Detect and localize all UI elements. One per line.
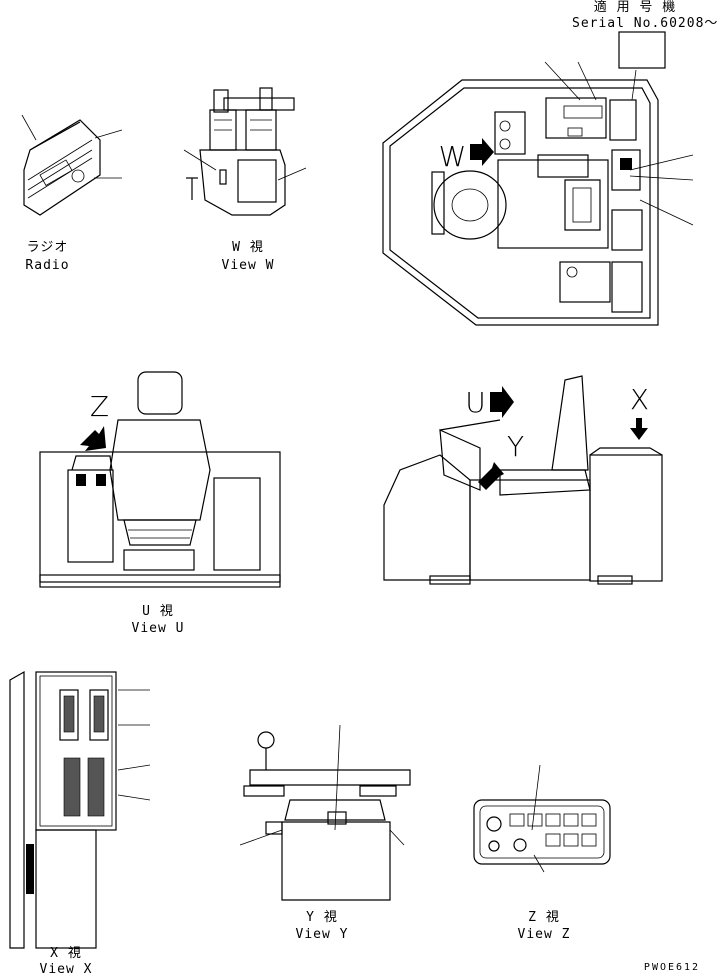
view-y-label-en: View Y bbox=[295, 927, 349, 942]
view-w-label-en: View W bbox=[221, 258, 275, 273]
serial-applicable-label: 適 用 号 機 bbox=[593, 0, 677, 15]
cab-side-view bbox=[383, 375, 663, 585]
view-x-label-jp: X 視 bbox=[50, 946, 82, 961]
view-y-label-jp: Y 視 bbox=[306, 910, 338, 925]
arrow-w-letter: W bbox=[438, 140, 468, 173]
view-u-label-jp: U 視 bbox=[142, 604, 174, 619]
view-w-label-jp: W 視 bbox=[232, 240, 264, 255]
view-y-drawing bbox=[239, 724, 411, 901]
serial-box bbox=[618, 31, 666, 69]
view-z-drawing bbox=[473, 764, 611, 873]
arrow-u-letter: U bbox=[465, 386, 487, 419]
view-u-label-en: View U bbox=[131, 621, 185, 636]
view-u-drawing bbox=[39, 371, 281, 588]
serial-number-text: Serial No.60208～ bbox=[572, 16, 717, 31]
radio-drawing bbox=[21, 114, 123, 216]
view-w-drawing bbox=[183, 87, 307, 216]
reference-code: PWOE612 bbox=[643, 962, 701, 973]
view-z-label-en: View Z bbox=[517, 927, 571, 942]
arrow-x-letter: X bbox=[629, 383, 651, 416]
arrow-y-letter: Y bbox=[506, 430, 526, 463]
arrow-z-letter: Z bbox=[89, 390, 111, 423]
view-z-label-jp: Z 視 bbox=[528, 910, 560, 925]
cab-plan-view bbox=[382, 61, 694, 326]
view-x-label-en: View X bbox=[39, 962, 93, 977]
radio-label-jp: ラジオ bbox=[26, 240, 69, 255]
radio-label-en: Radio bbox=[25, 258, 70, 273]
view-x-drawing bbox=[9, 670, 151, 949]
